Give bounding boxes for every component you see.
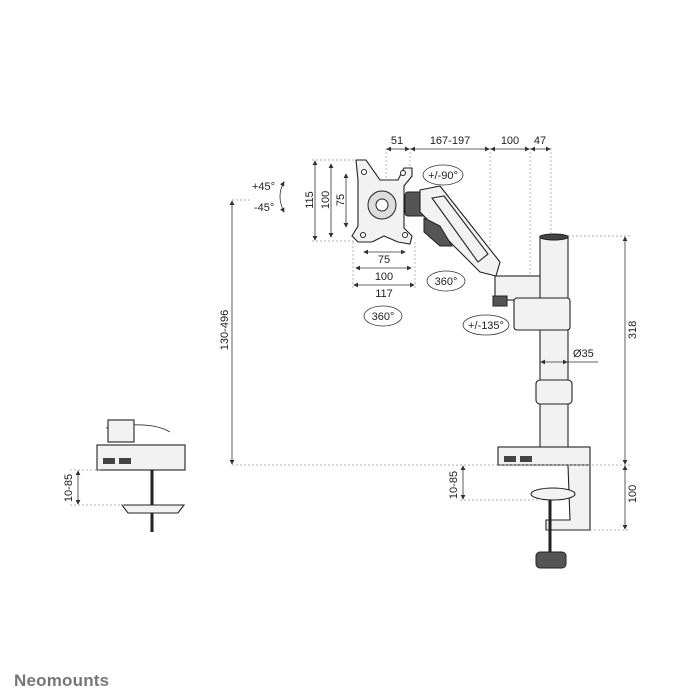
brand-logo: Neomounts <box>14 671 110 690</box>
clamp-range-right: 10-85 <box>448 471 460 499</box>
plate-horizontal-dims: 75 100 117 <box>352 242 416 300</box>
clamp-detail: 10-85 <box>63 419 186 532</box>
pan-label: +/-135° <box>468 320 504 332</box>
pole: Ø35 <box>513 233 598 461</box>
vesa-plate <box>351 159 413 245</box>
dim-75-horiz: 75 <box>378 254 390 266</box>
dim-75-vert: 75 <box>335 194 347 206</box>
tilt-indicator: +45° -45° <box>232 181 285 214</box>
dim-117: 117 <box>375 288 393 300</box>
dim-47: 47 <box>534 135 546 147</box>
dim-100-horiz: 100 <box>375 271 393 283</box>
dim-115: 115 <box>304 191 316 209</box>
dim-51: 51 <box>391 135 403 147</box>
plate-vertical-dims: 115 100 75 <box>304 159 360 242</box>
swivel-label: +/-90° <box>428 170 458 182</box>
dim-167-197: 167-197 <box>430 135 470 147</box>
dim-100-top: 100 <box>501 135 519 147</box>
rotation-labels: +/-90° 360° 360° +/-135° <box>363 164 510 336</box>
plate-rotate-label: 360° <box>372 311 395 323</box>
dim-100-vert: 100 <box>320 191 332 209</box>
clamp-range-left: 10-85 <box>63 474 75 502</box>
top-dimension-chain: 51 167-197 100 47 <box>385 135 552 280</box>
clamp-depth: 100 <box>627 485 639 503</box>
tilt-down-label: -45° <box>254 202 274 214</box>
desk-clamp <box>497 446 591 569</box>
pole-diameter: Ø35 <box>573 348 594 360</box>
height-range: 130-496 <box>219 310 231 350</box>
arm-rotate-label: 360° <box>435 276 458 288</box>
tilt-up-label: +45° <box>252 181 275 193</box>
height-dims: 130-496 318 100 10-85 <box>219 200 639 531</box>
pole-height: 318 <box>627 321 639 339</box>
gas-spring-arm <box>404 185 546 307</box>
